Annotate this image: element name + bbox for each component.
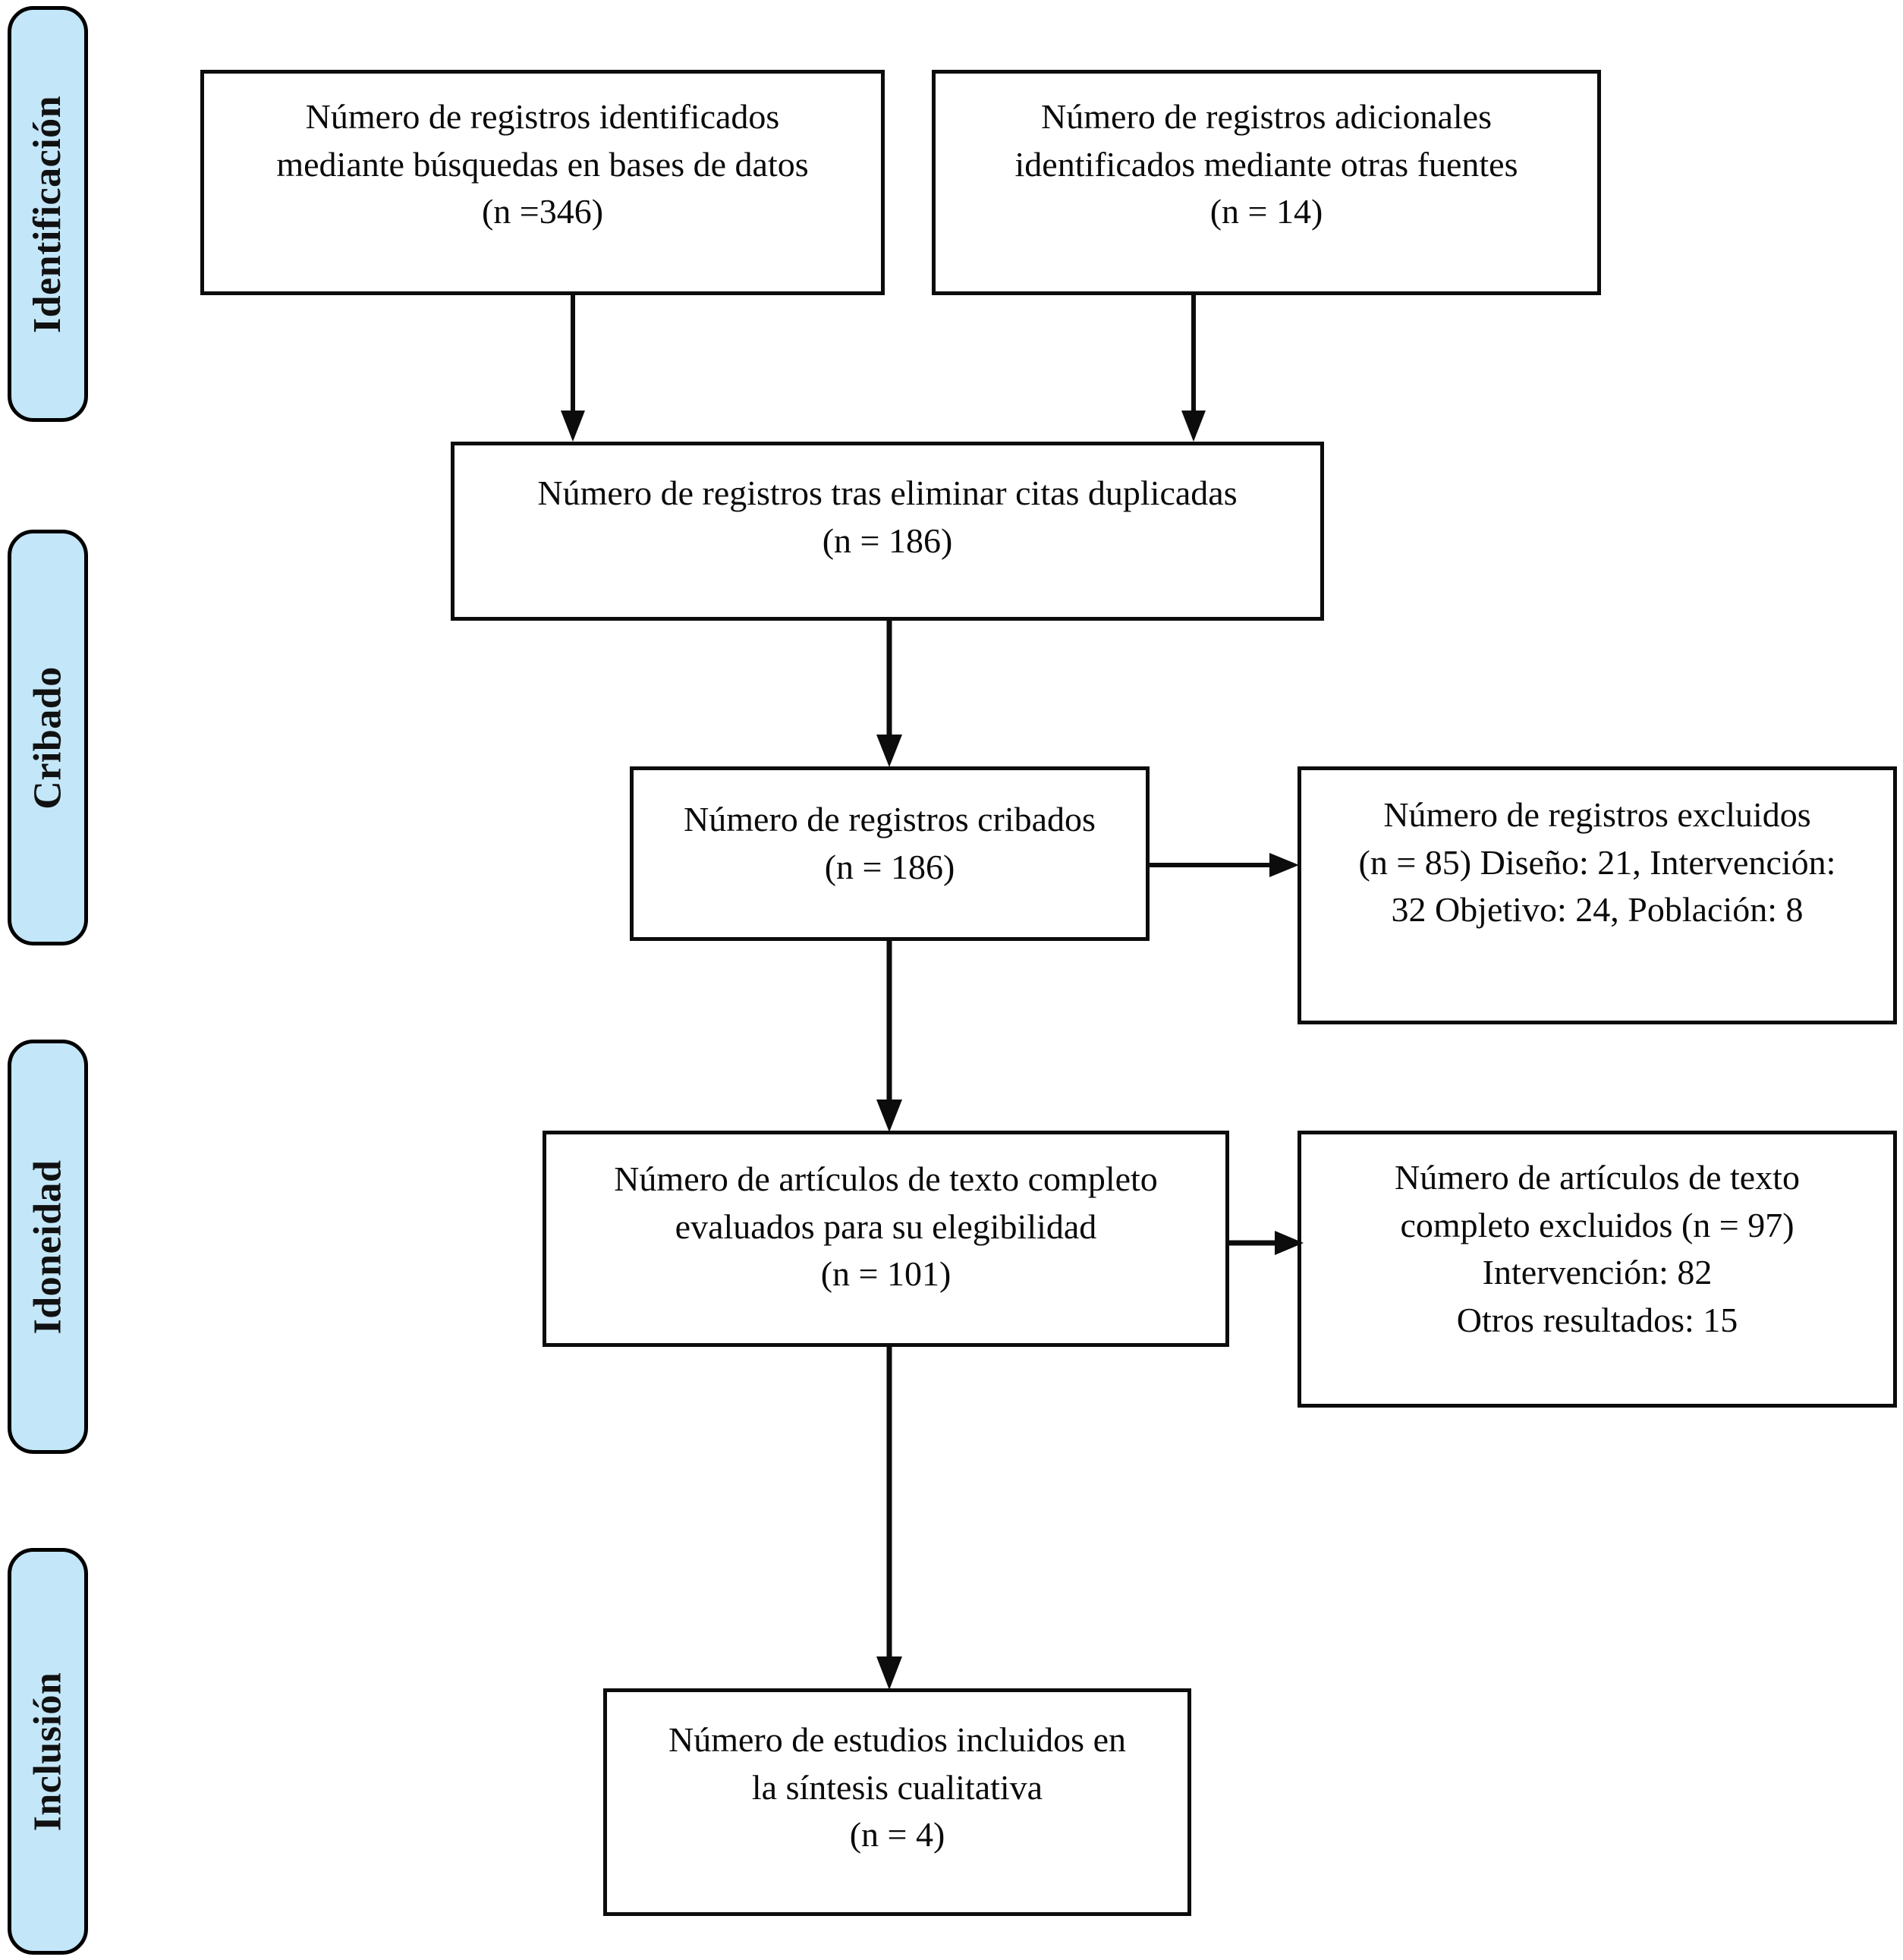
box-line: Número de registros adicionales bbox=[1041, 97, 1492, 136]
box-line: Número de registros tras eliminar citas … bbox=[537, 473, 1238, 512]
box-records-identified-other-sources: Número de registros adicionales identifi… bbox=[932, 70, 1601, 295]
arrow-duplicates-to-screened bbox=[874, 621, 904, 769]
phase-label-text: Cribado bbox=[26, 665, 70, 810]
phase-label-text: Identificación bbox=[26, 95, 70, 333]
arrow-icon bbox=[1150, 853, 1299, 877]
box-line: Otros resultados: 15 bbox=[1456, 1300, 1738, 1339]
box-fulltext-articles-assessed: Número de artículos de texto completo ev… bbox=[543, 1131, 1229, 1347]
box-records-screened: Número de registros cribados (n = 186) bbox=[630, 766, 1150, 941]
box-line: (n = 186) bbox=[824, 847, 955, 886]
arrow-icon bbox=[561, 295, 585, 442]
arrow-fulltext-to-fulltext-excluded bbox=[1229, 1228, 1305, 1258]
box-line: (n = 4) bbox=[849, 1815, 945, 1855]
box-line: la síntesis cualitativa bbox=[751, 1767, 1043, 1807]
box-records-identified-databases: Número de registros identificados median… bbox=[200, 70, 885, 295]
phase-label-text: Inclusión bbox=[26, 1672, 70, 1831]
phase-label-idoneidad: Idoneidad bbox=[8, 1040, 88, 1454]
box-line: Número de estudios incluidos en bbox=[668, 1720, 1126, 1759]
box-line: 32 Objetivo: 24, Población: 8 bbox=[1391, 890, 1804, 930]
box-line: Número de registros excluidos bbox=[1383, 795, 1811, 834]
box-line: Número de registros identificados bbox=[305, 97, 780, 136]
box-line: Número de artículos de texto completo bbox=[614, 1159, 1158, 1198]
phase-label-cribado: Cribado bbox=[8, 530, 88, 945]
box-line: identificados mediante otras fuentes bbox=[1014, 144, 1518, 184]
box-line: (n = 186) bbox=[822, 521, 953, 560]
box-records-excluded: Número de registros excluidos (n = 85) D… bbox=[1298, 766, 1897, 1024]
arrow-icon bbox=[876, 941, 902, 1132]
box-line: (n = 85) Diseño: 21, Intervención: bbox=[1358, 842, 1836, 882]
arrow-other-sources-to-duplicates bbox=[1178, 295, 1209, 444]
box-line: (n =346) bbox=[481, 192, 604, 231]
phase-label-identificacion: Identificación bbox=[8, 6, 88, 422]
box-line: (n = 14) bbox=[1209, 192, 1323, 231]
arrow-icon bbox=[876, 1347, 902, 1690]
arrow-icon bbox=[1229, 1231, 1304, 1255]
box-line: evaluados para su elegibilidad bbox=[675, 1207, 1097, 1246]
box-fulltext-articles-excluded: Número de artículos de texto completo ex… bbox=[1298, 1131, 1897, 1408]
box-line: (n = 101) bbox=[820, 1254, 952, 1294]
arrow-icon bbox=[1181, 295, 1206, 442]
box-studies-included: Número de estudios incluidos en la sínte… bbox=[603, 1688, 1191, 1916]
arrow-databases-to-duplicates bbox=[558, 295, 588, 444]
box-line: Número de registros cribados bbox=[684, 800, 1096, 838]
box-line: completo excluidos (n = 97) bbox=[1400, 1205, 1794, 1244]
arrow-icon bbox=[876, 621, 902, 767]
arrow-screened-to-fulltext-assessed bbox=[874, 941, 904, 1134]
box-line: mediante búsquedas en bases de datos bbox=[276, 144, 809, 184]
phase-label-inclusion: Inclusión bbox=[8, 1548, 88, 1955]
box-records-after-duplicates-removed: Número de registros tras eliminar citas … bbox=[451, 442, 1324, 621]
arrow-fulltext-to-included bbox=[874, 1347, 904, 1692]
phase-label-text: Idoneidad bbox=[26, 1159, 70, 1334]
box-line: Número de artículos de texto bbox=[1395, 1158, 1800, 1197]
box-line: Intervención: 82 bbox=[1482, 1253, 1713, 1292]
arrow-screened-to-records-excluded bbox=[1150, 850, 1301, 880]
